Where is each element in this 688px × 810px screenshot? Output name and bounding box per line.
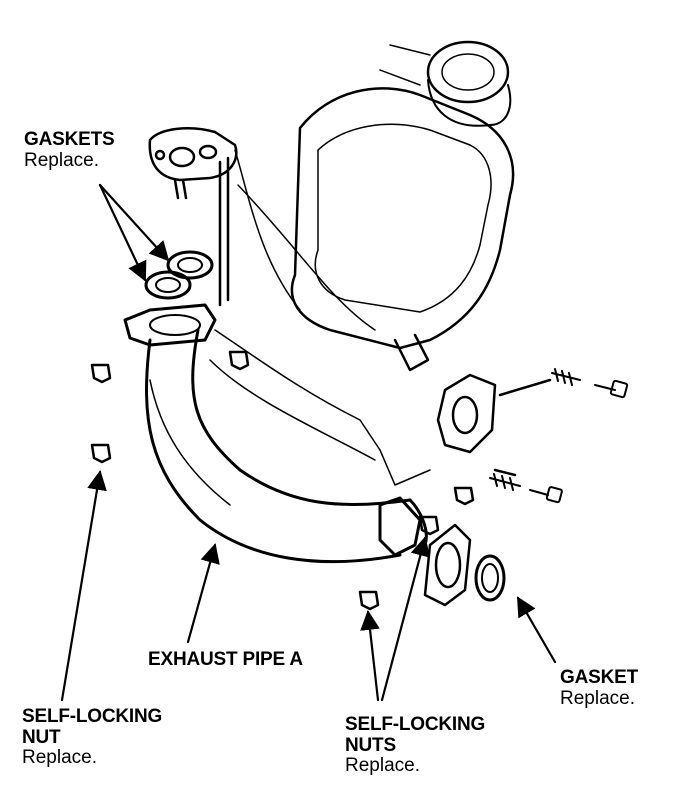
leader-arrows [60, 183, 557, 702]
label-self-locking-nuts-note: Replace. [345, 755, 420, 777]
label-gasket: GASKET Replace. [560, 667, 638, 709]
label-gasket-title: GASKET [560, 667, 638, 688]
label-gaskets-title: GASKETS [24, 129, 115, 150]
exhaust-pipe-a [123, 303, 428, 564]
label-exhaust-pipe-a-title: EXHAUST PIPE A [148, 649, 303, 670]
label-gasket-note: Replace. [560, 687, 635, 709]
upper-flange-plate [148, 127, 238, 307]
label-self-locking-nuts-line2: NUTS [345, 734, 396, 756]
label-gaskets: GASKETS Replace. [24, 129, 115, 171]
label-gaskets-note: Replace. [24, 149, 99, 171]
catalytic-converter [290, 40, 515, 372]
gaskets-pair [144, 250, 214, 300]
label-self-locking-nut-note: Replace. [22, 747, 97, 769]
label-self-locking-nuts: SELF-LOCKING NUTS Replace. [345, 714, 486, 777]
bolts [489, 368, 629, 504]
background-outline [209, 149, 431, 486]
label-self-locking-nut-line2: NUT [22, 726, 61, 748]
label-exhaust-pipe-a: EXHAUST PIPE A [148, 649, 303, 671]
label-self-locking-nut: SELF-LOCKING NUT Replace. [22, 706, 163, 769]
gasket-single [474, 554, 506, 602]
label-self-locking-nuts-line1: SELF-LOCKING [345, 714, 486, 735]
label-self-locking-nut-line1: SELF-LOCKING [22, 706, 163, 727]
self-locking-nut-icons [90, 350, 475, 611]
right-flange-plate [436, 373, 552, 477]
lower-flange [423, 523, 472, 607]
